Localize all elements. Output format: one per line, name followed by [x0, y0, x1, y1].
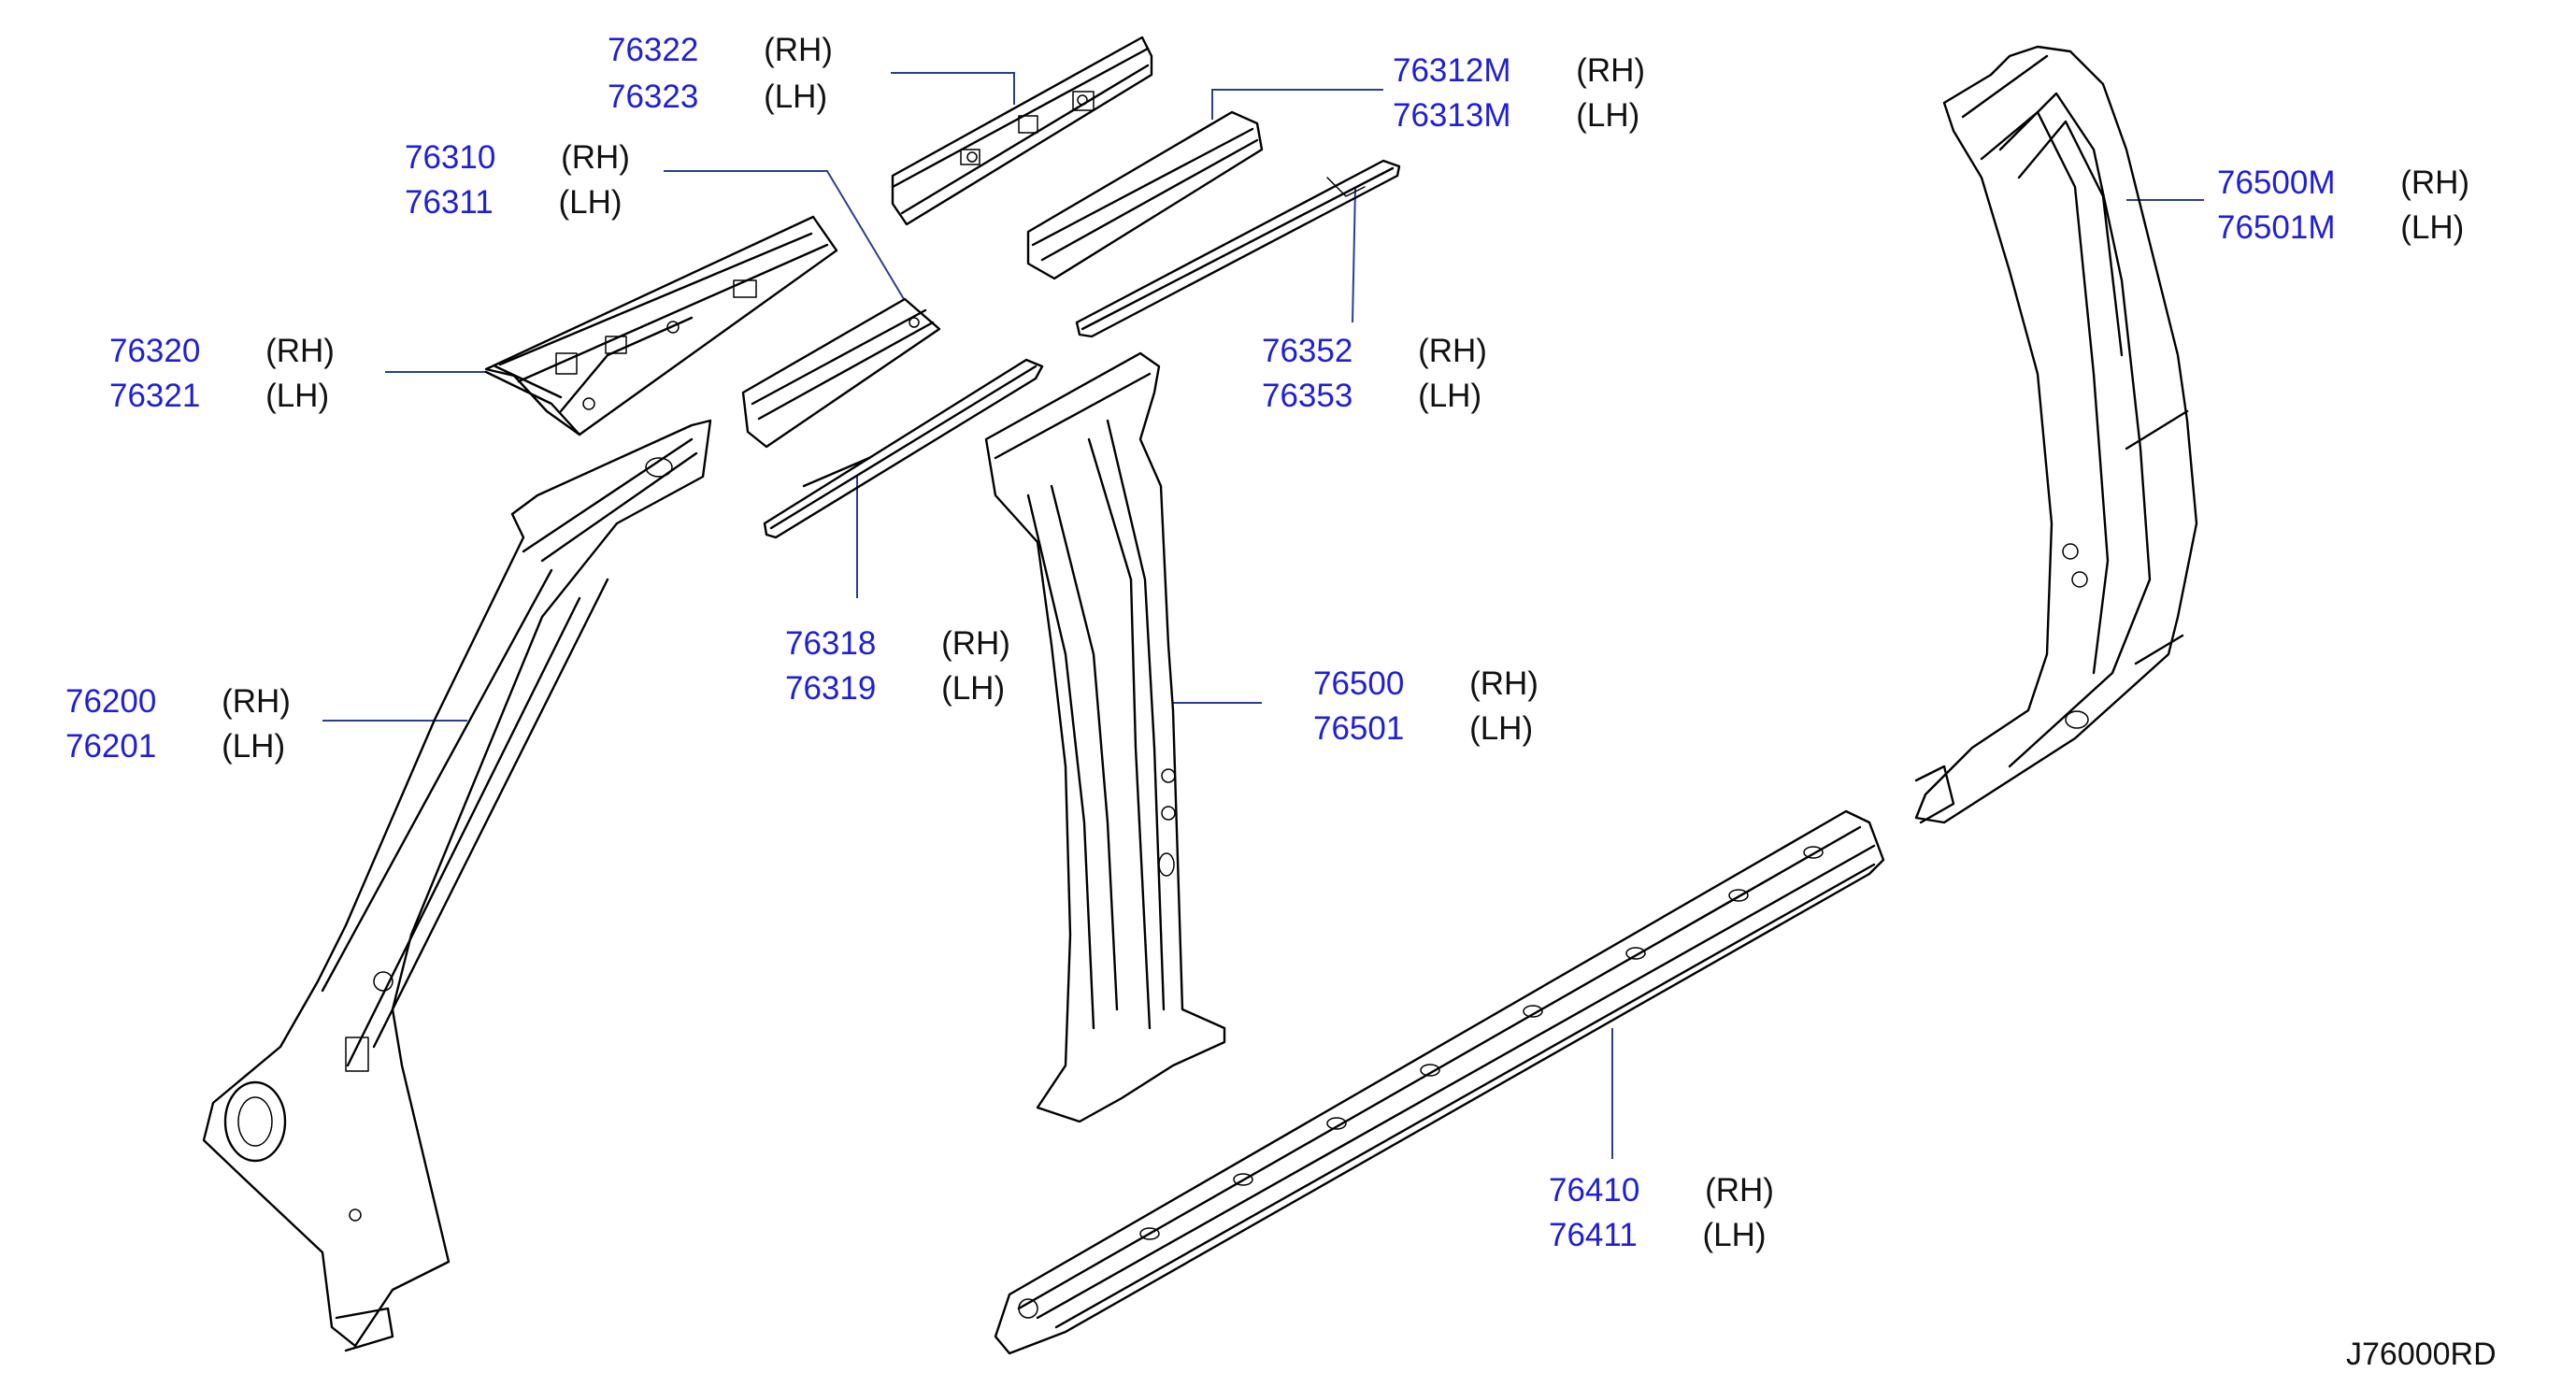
- side-label: (RH): [265, 333, 335, 369]
- side-label: (LH): [764, 79, 828, 115]
- side-label: (RH): [941, 625, 1010, 662]
- part-76322-panel: [891, 36, 1153, 226]
- part-number[interactable]: 76200: [65, 683, 157, 720]
- side-label: (RH): [561, 139, 630, 176]
- diagram-code: J76000RD: [2346, 1337, 2497, 1372]
- part-76310-bracket: [484, 215, 838, 436]
- side-label: (LH): [265, 378, 330, 414]
- side-label: (LH): [1576, 97, 1640, 134]
- part-number[interactable]: 76353: [1262, 378, 1353, 414]
- side-label: (LH): [2400, 209, 2465, 246]
- part-76500-pillar: [984, 351, 1226, 1123]
- side-label: (LH): [1418, 378, 1482, 414]
- part-76320-panel: [484, 365, 581, 436]
- side-label: (RH): [2400, 164, 2470, 201]
- part-number[interactable]: 76411: [1549, 1217, 1638, 1253]
- side-label: (LH): [558, 184, 623, 221]
- part-76352-strip: [1075, 159, 1401, 338]
- part-76410-sill: [994, 809, 1885, 1355]
- leader-76352: [1352, 186, 1356, 323]
- part-76312M-rail: [1026, 110, 1264, 280]
- side-label: (RH): [1576, 52, 1646, 89]
- part-number[interactable]: 76318: [785, 625, 877, 662]
- part-number[interactable]: 76321: [109, 378, 201, 414]
- part-number[interactable]: 76311: [405, 184, 494, 221]
- part-number[interactable]: 76322: [608, 32, 699, 68]
- part-number[interactable]: 76319: [785, 670, 877, 707]
- side-label: (LH): [1469, 710, 1534, 747]
- part-number[interactable]: 76352: [1262, 333, 1353, 369]
- side-label: (RH): [1418, 333, 1487, 369]
- leader-lines: [322, 72, 2204, 1159]
- part-76500M-pillar: [1914, 45, 2198, 824]
- part-number[interactable]: 76310: [405, 139, 496, 176]
- part-number[interactable]: 76410: [1549, 1172, 1640, 1208]
- leader-76312M: [1211, 89, 1383, 120]
- side-label: (RH): [1469, 665, 1538, 702]
- part-76318-rail: [763, 358, 1044, 539]
- part-number[interactable]: 76500M: [2217, 164, 2336, 201]
- part-number[interactable]: 76312M: [1393, 52, 1511, 89]
- leader-76322: [891, 72, 1015, 105]
- part-number[interactable]: 76320: [109, 333, 201, 369]
- part-76200-pillar: [202, 419, 712, 1352]
- leader-76310: [664, 170, 905, 300]
- part-number[interactable]: 76500: [1313, 665, 1405, 702]
- side-label: (RH): [222, 683, 291, 720]
- part-76310-rail: [741, 297, 941, 449]
- side-label: (LH): [222, 728, 286, 765]
- side-label: (LH): [941, 670, 1006, 707]
- side-label: (RH): [1705, 1172, 1774, 1208]
- part-number[interactable]: 76323: [608, 79, 699, 115]
- side-label: (LH): [1702, 1217, 1767, 1253]
- part-number[interactable]: 76313M: [1393, 97, 1511, 134]
- side-label: (RH): [764, 32, 833, 68]
- part-number[interactable]: 76501: [1313, 710, 1405, 747]
- part-number[interactable]: 76501M: [2217, 209, 2336, 246]
- part-number[interactable]: 76201: [65, 728, 157, 765]
